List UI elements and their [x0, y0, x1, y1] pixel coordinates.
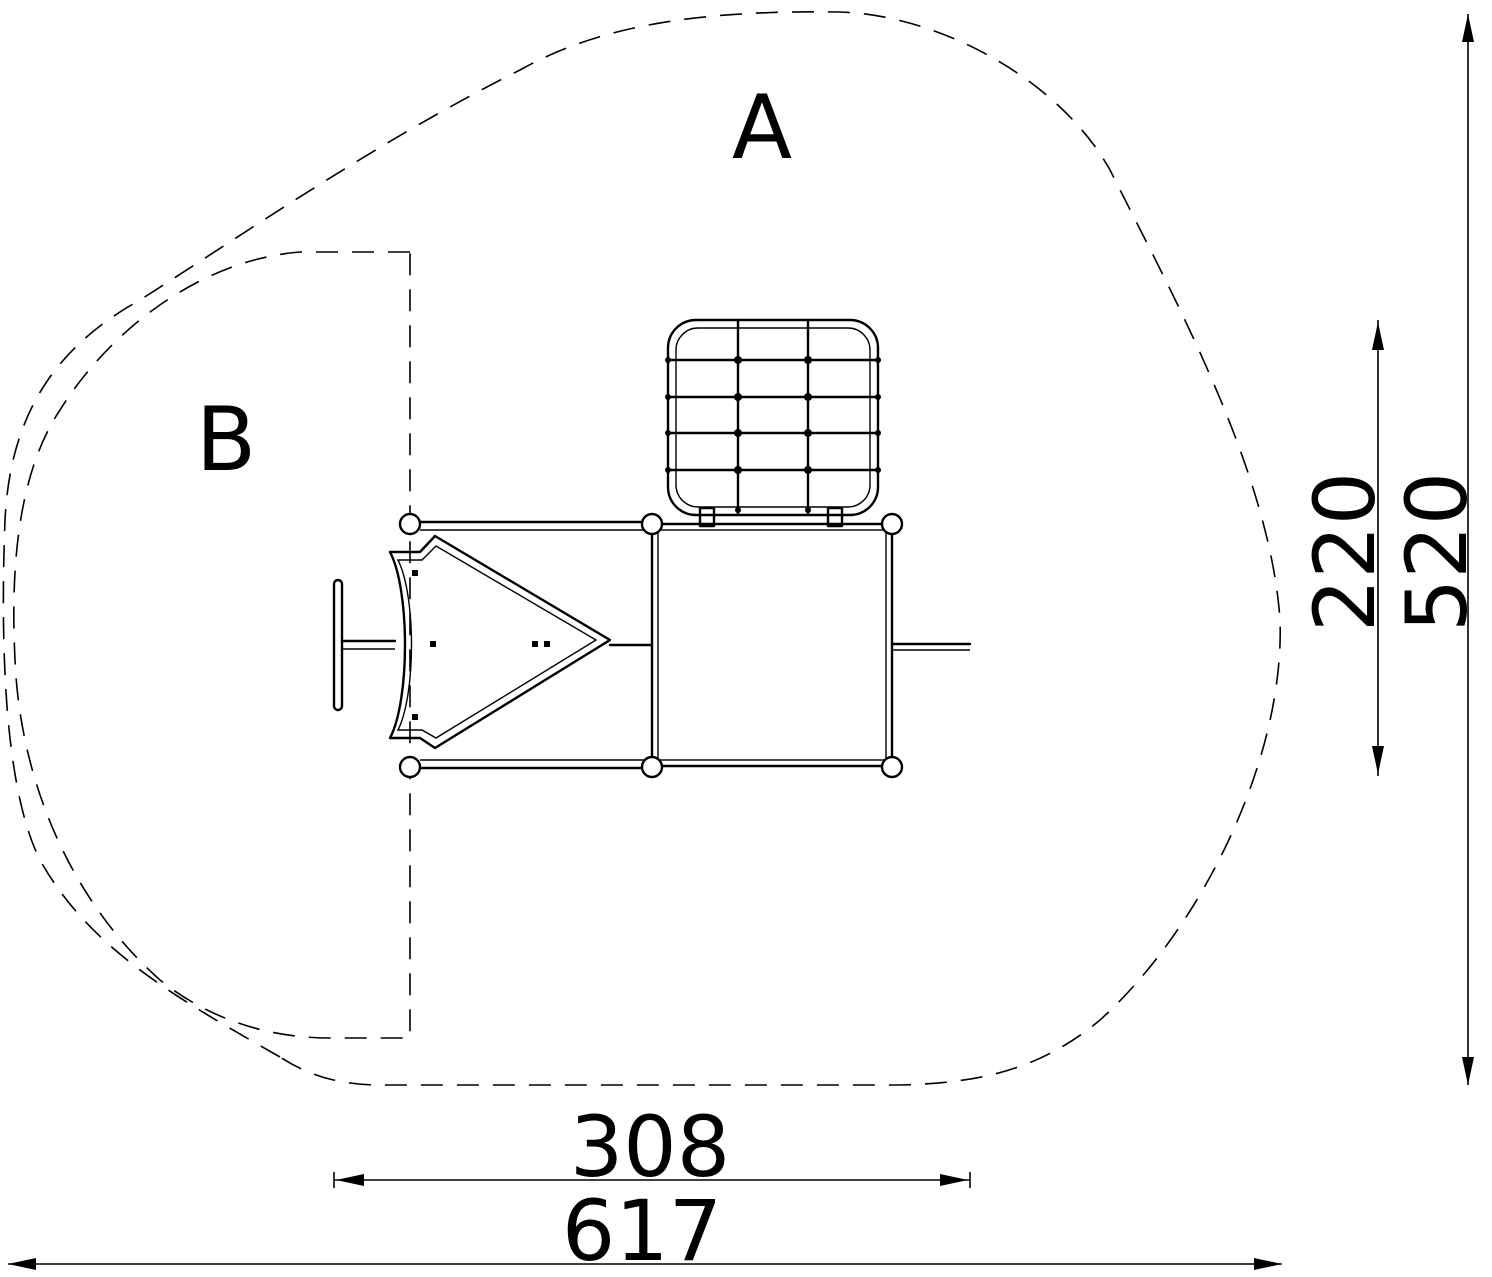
platform-square: [650, 522, 972, 768]
steering-bar: [332, 578, 397, 712]
outer-width-value: 617: [562, 1182, 722, 1277]
dimension-outer-height: 520: [1388, 14, 1486, 1085]
zone-a-label: A: [732, 76, 792, 179]
outer-height-value: 520: [1388, 472, 1486, 632]
dimension-outer-width: 617: [8, 1182, 1282, 1277]
posts: [398, 512, 904, 779]
front-rails: [408, 520, 654, 770]
safety-zone-a-outline: [2, 11, 1281, 1086]
climbing-net: [665, 318, 881, 528]
triangle-ramp: [388, 534, 654, 750]
safety-zone-b-outline: [13, 251, 411, 1039]
dimension-inner-width: 308: [333, 1098, 971, 1196]
zone-b-label: B: [196, 388, 256, 491]
inner-width-value: 308: [570, 1098, 730, 1196]
inner-height-value: 220: [1296, 472, 1394, 632]
dimension-inner-height: 220: [1296, 320, 1394, 776]
